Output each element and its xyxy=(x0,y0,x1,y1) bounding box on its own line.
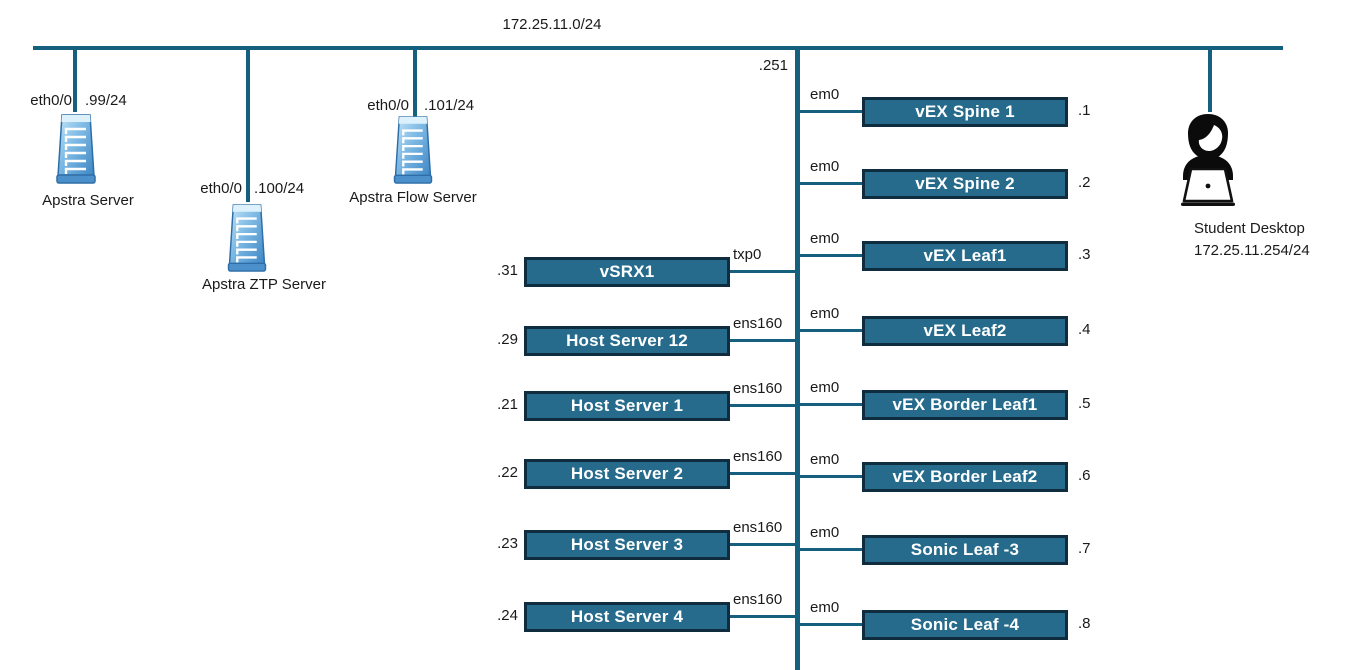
interface-label: em0 xyxy=(810,158,840,175)
interface-label: ens160 xyxy=(733,380,783,397)
trunk-line xyxy=(795,48,800,670)
interface-label: eth0/0 xyxy=(200,180,242,197)
interface-label: eth0/0 xyxy=(367,97,409,114)
ip-suffix-label: .1 xyxy=(1078,102,1091,119)
node-vsrx1: vSRX1 xyxy=(524,257,730,287)
node-vex-spine-2: vEX Spine 2 xyxy=(862,169,1068,199)
node-label: Host Server 4 xyxy=(570,607,684,626)
link-line xyxy=(797,403,862,406)
node-label: Host Server 2 xyxy=(570,464,684,483)
ip-suffix-label: .99/24 xyxy=(85,92,127,109)
ip-suffix-label: .31 xyxy=(497,262,518,279)
node-vex-leaf1: vEX Leaf1 xyxy=(862,241,1068,271)
node-sonic-leaf-4: Sonic Leaf -4 xyxy=(862,610,1068,640)
link-line xyxy=(797,475,862,478)
interface-label: em0 xyxy=(810,524,840,541)
link-line xyxy=(797,548,862,551)
node-label: Host Server 12 xyxy=(566,331,688,350)
interface-label: em0 xyxy=(810,305,840,322)
interface-label: ens160 xyxy=(733,448,783,465)
link-line xyxy=(797,182,862,185)
ip-suffix-label: .100/24 xyxy=(254,180,305,197)
node-host-server-2: Host Server 2 xyxy=(524,459,730,489)
interface-label: ens160 xyxy=(733,519,783,536)
interface-label: ens160 xyxy=(733,591,783,608)
node-label: vEX Leaf2 xyxy=(923,321,1007,340)
ip-suffix-label: .21 xyxy=(497,396,518,413)
ip-suffix-label: .7 xyxy=(1078,540,1091,557)
link-line xyxy=(730,543,797,546)
ip-suffix-label: .23 xyxy=(497,535,518,552)
ip-suffix-label: .22 xyxy=(497,464,518,481)
interface-label: em0 xyxy=(810,86,840,103)
node-label: Host Server 1 xyxy=(570,396,684,415)
link-line xyxy=(730,339,797,342)
student-desktop-ip-label: 172.25.11.254/24 xyxy=(1194,242,1310,259)
server-name-label: Apstra Flow Server xyxy=(349,189,477,206)
node-host-server-4: Host Server 4 xyxy=(524,602,730,632)
node-sonic-leaf-3: Sonic Leaf -3 xyxy=(862,535,1068,565)
interface-label: em0 xyxy=(810,230,840,247)
ip-suffix-label: .4 xyxy=(1078,321,1091,338)
node-label: Sonic Leaf -3 xyxy=(910,540,1020,559)
node-vex-leaf2: vEX Leaf2 xyxy=(862,316,1068,346)
ip-suffix-label: .24 xyxy=(497,607,518,624)
ip-suffix-label: .6 xyxy=(1078,467,1091,484)
node-label: vEX Spine 1 xyxy=(915,102,1015,121)
link-line xyxy=(797,623,862,626)
link-line xyxy=(797,110,862,113)
link-line xyxy=(730,615,797,618)
node-vex-border-leaf1: vEX Border Leaf1 xyxy=(862,390,1068,420)
node-label: Host Server 3 xyxy=(570,535,684,554)
ip-suffix-label: .29 xyxy=(497,331,518,348)
interface-label: eth0/0 xyxy=(30,92,72,109)
drop-line xyxy=(1208,48,1212,112)
node-host-server-12: Host Server 12 xyxy=(524,326,730,356)
drop-line xyxy=(246,48,250,202)
interface-label: em0 xyxy=(810,599,840,616)
interface-label: ens160 xyxy=(733,315,783,332)
subnet-label: 172.25.11.0/24 xyxy=(502,16,602,33)
node-label: vSRX1 xyxy=(599,262,655,281)
node-label: Sonic Leaf -4 xyxy=(910,615,1020,634)
student-desktop-icon xyxy=(1175,112,1245,217)
node-label: vEX Leaf1 xyxy=(923,246,1007,265)
drop-line xyxy=(73,48,77,112)
interface-label: em0 xyxy=(810,379,840,396)
node-label: vEX Border Leaf1 xyxy=(892,395,1038,414)
ip-suffix-label: .101/24 xyxy=(424,97,475,114)
node-host-server-1: Host Server 1 xyxy=(524,391,730,421)
link-line xyxy=(730,404,797,407)
server-icon xyxy=(53,112,99,191)
server-icon xyxy=(224,202,270,279)
node-label: vEX Spine 2 xyxy=(915,174,1015,193)
ip-suffix-label: .5 xyxy=(1078,395,1091,412)
ip-suffix-label: .2 xyxy=(1078,174,1091,191)
ip-suffix-label: .8 xyxy=(1078,615,1091,632)
node-vex-border-leaf2: vEX Border Leaf2 xyxy=(862,462,1068,492)
server-icon xyxy=(390,114,436,191)
server-name-label: Apstra Server xyxy=(42,192,134,209)
link-line xyxy=(797,254,862,257)
student-desktop-label: Student Desktop xyxy=(1194,220,1305,237)
node-vex-spine-1: vEX Spine 1 xyxy=(862,97,1068,127)
link-line xyxy=(730,472,797,475)
link-line xyxy=(730,270,797,273)
node-label: vEX Border Leaf2 xyxy=(892,467,1038,486)
link-line xyxy=(797,329,862,332)
interface-label: em0 xyxy=(810,451,840,468)
drop-line xyxy=(413,48,417,118)
server-name-label: Apstra ZTP Server xyxy=(202,276,326,293)
ip-suffix-label: .3 xyxy=(1078,246,1091,263)
interface-label: txp0 xyxy=(733,246,762,263)
gateway-suffix-label: .251 xyxy=(758,57,788,74)
bus-line xyxy=(33,46,1283,50)
node-host-server-3: Host Server 3 xyxy=(524,530,730,560)
